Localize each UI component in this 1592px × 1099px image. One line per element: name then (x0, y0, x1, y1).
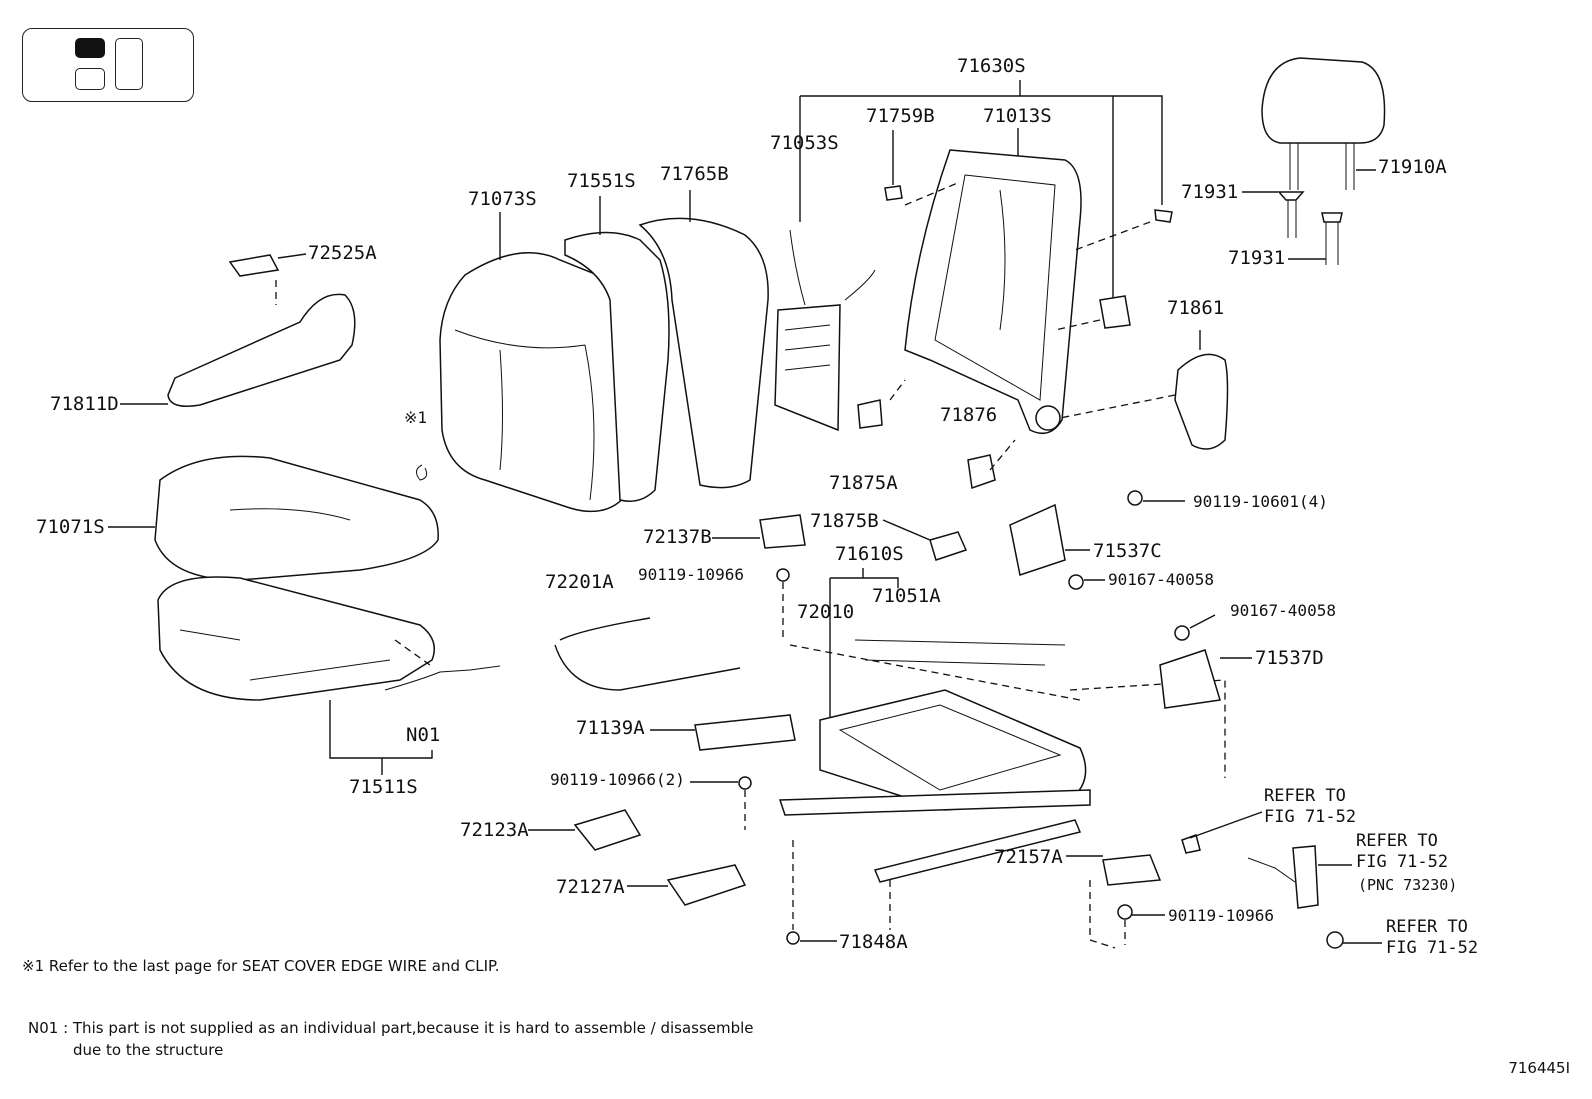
part-label-72137B[interactable]: 72137B (643, 526, 712, 548)
bracket-71630S (799, 80, 1163, 300)
seat-track-parts-drawing (528, 379, 1252, 906)
part-label-71537D[interactable]: 71537D (1255, 647, 1324, 669)
side-shield-drawing (120, 253, 356, 407)
part-label-90119-10966-lower[interactable]: 90119-10966 (1168, 906, 1274, 925)
part-label-71876[interactable]: 71876 (940, 404, 998, 426)
footnote-n01-line1: N01 : This part is not supplied as an in… (28, 1019, 754, 1037)
part-label-72525A[interactable]: 72525A (308, 242, 377, 264)
footnote-n01-line2: due to the structure (73, 1041, 224, 1059)
part-label-71875B[interactable]: 71875B (810, 510, 879, 532)
part-label-71071S[interactable]: 71071S (36, 516, 105, 538)
seat-cushion-drawing (108, 455, 501, 775)
part-label-72157A[interactable]: 72157A (994, 846, 1063, 868)
part-label-71765B[interactable]: 71765B (660, 163, 729, 185)
part-label-71811D[interactable]: 71811D (50, 393, 119, 415)
refer-to-fig-link-2[interactable]: REFER TO FIG 71-52 (1356, 831, 1449, 873)
part-label-71759B[interactable]: 71759B (866, 105, 935, 127)
part-label-72010[interactable]: 72010 (797, 601, 855, 623)
seatback-heater-drawing (774, 229, 876, 432)
part-label-71511S[interactable]: 71511S (349, 776, 418, 798)
part-label-71630S[interactable]: 71630S (957, 55, 1026, 77)
part-label-N01[interactable]: N01 (406, 724, 441, 746)
wire-72201A-drawing (554, 617, 741, 691)
recliner-cover-drawing (1174, 330, 1229, 450)
part-label-90167-40058-lower[interactable]: 90167-40058 (1230, 601, 1336, 620)
part-label-71910A[interactable]: 71910A (1378, 156, 1447, 178)
edge-clip-icon (416, 464, 428, 481)
part-label-71053S[interactable]: 71053S (770, 132, 839, 154)
refer-to-fig-link-3[interactable]: REFER TO FIG 71-52 (1386, 917, 1479, 959)
part-label-71051A[interactable]: 71051A (872, 585, 941, 607)
part-label-71073S[interactable]: 71073S (468, 188, 537, 210)
part-label-71610S[interactable]: 71610S (835, 543, 904, 565)
rear-seat-icon (75, 68, 105, 90)
part-label-71931-upper[interactable]: 71931 (1181, 181, 1239, 203)
footnote-mark-1: ※1 (404, 408, 428, 427)
seat-locator-icon (22, 28, 194, 102)
seat-cushion-frame-drawing (778, 568, 1226, 883)
part-label-71551S[interactable]: 71551S (567, 170, 636, 192)
part-label-90119-10966-upper[interactable]: 90119-10966 (638, 565, 744, 584)
selected-seat-icon (75, 38, 105, 58)
side-seat-icon (115, 38, 143, 90)
part-label-71931-lower[interactable]: 71931 (1228, 247, 1286, 269)
part-label-90119-10966-2[interactable]: 90119-10966(2) (550, 770, 685, 789)
pnc-label: (PNC 73230) (1358, 876, 1458, 894)
part-label-71537C[interactable]: 71537C (1093, 540, 1162, 562)
headrest-drawing (1242, 57, 1386, 265)
refer-to-fig-link-1[interactable]: REFER TO FIG 71-52 (1264, 786, 1357, 828)
part-label-90119-10601[interactable]: 90119-10601(4) (1193, 492, 1328, 511)
part-label-72127A[interactable]: 72127A (556, 876, 625, 898)
figure-id: 716445I (1508, 1059, 1570, 1077)
footnote-seat-cover: ※1 Refer to the last page for SEAT COVER… (22, 957, 500, 975)
part-label-90167-40058-upper[interactable]: 90167-40058 (1108, 570, 1214, 589)
part-label-71139A[interactable]: 71139A (576, 717, 645, 739)
part-label-72123A[interactable]: 72123A (460, 819, 529, 841)
bolts-drawing (690, 490, 1216, 949)
part-label-71861[interactable]: 71861 (1167, 297, 1225, 319)
part-label-71848A[interactable]: 71848A (839, 931, 908, 953)
seatbelt-buckle-drawing (1181, 811, 1382, 949)
part-label-71013S[interactable]: 71013S (983, 105, 1052, 127)
seatback-frame-drawing (884, 149, 1176, 435)
part-label-72201A[interactable]: 72201A (545, 571, 614, 593)
seatback-cover-drawing (439, 190, 769, 513)
part-label-71875A[interactable]: 71875A (829, 472, 898, 494)
